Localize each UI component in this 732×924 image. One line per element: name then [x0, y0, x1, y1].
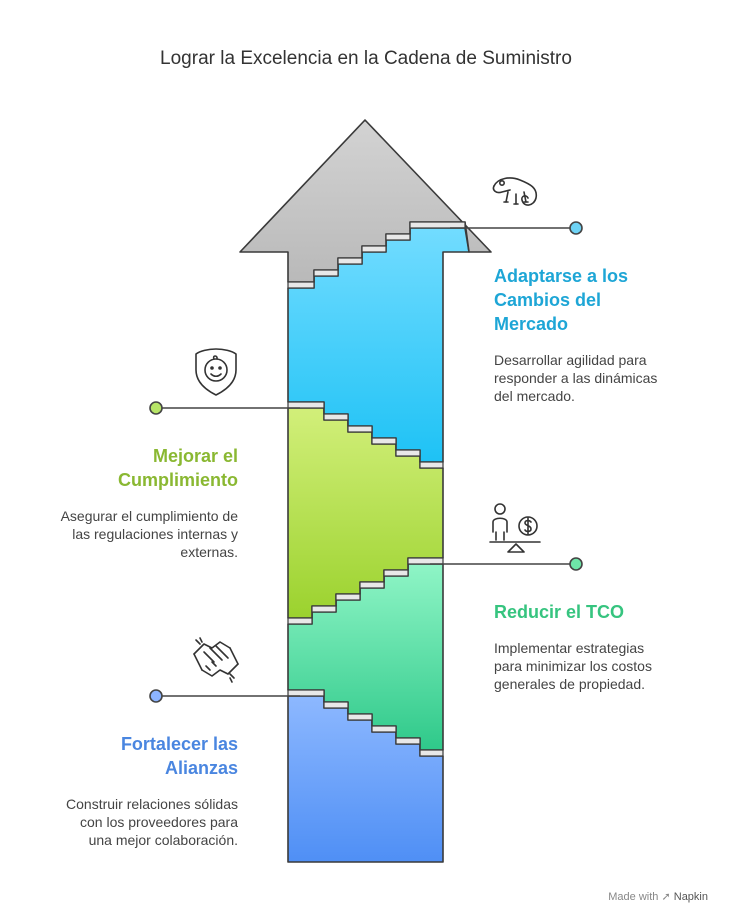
shield-baby-icon	[195, 348, 237, 396]
dot-reducir	[569, 557, 583, 571]
heading-reducir: Reducir el TCO	[494, 602, 625, 622]
desc-mejorar: Asegurar el cumplimiento de las regulaci…	[60, 508, 238, 560]
page-title: Lograr la Excelencia en la Cadena de Sum…	[160, 48, 572, 69]
napkin-watermark[interactable]: Made with ➚ Napkin	[608, 891, 708, 903]
person-scale-coin-icon	[489, 503, 541, 553]
stair-treads	[287, 221, 466, 757]
napkin-logo-icon: ➚	[661, 891, 671, 903]
dot-mejorar	[149, 401, 163, 415]
dot-fortalecer	[149, 689, 163, 703]
dot-adaptarse	[569, 221, 583, 235]
desc-adaptarse: Desarrollar agilidad para responder a la…	[494, 352, 658, 404]
heading-mejorar: Mejorar el Cumplimiento	[118, 446, 238, 490]
heading-adaptarse: Adaptarse a los Cambios del Mercado	[494, 266, 629, 334]
desc-fortalecer: Construir relaciones sólidas con los pro…	[66, 796, 238, 848]
handshake-icon	[193, 637, 239, 683]
desc-reducir: Implementar estrategias para minimizar l…	[494, 640, 652, 692]
chameleon-icon	[492, 177, 538, 206]
heading-fortalecer: Fortalecer las Alianzas	[120, 734, 238, 778]
